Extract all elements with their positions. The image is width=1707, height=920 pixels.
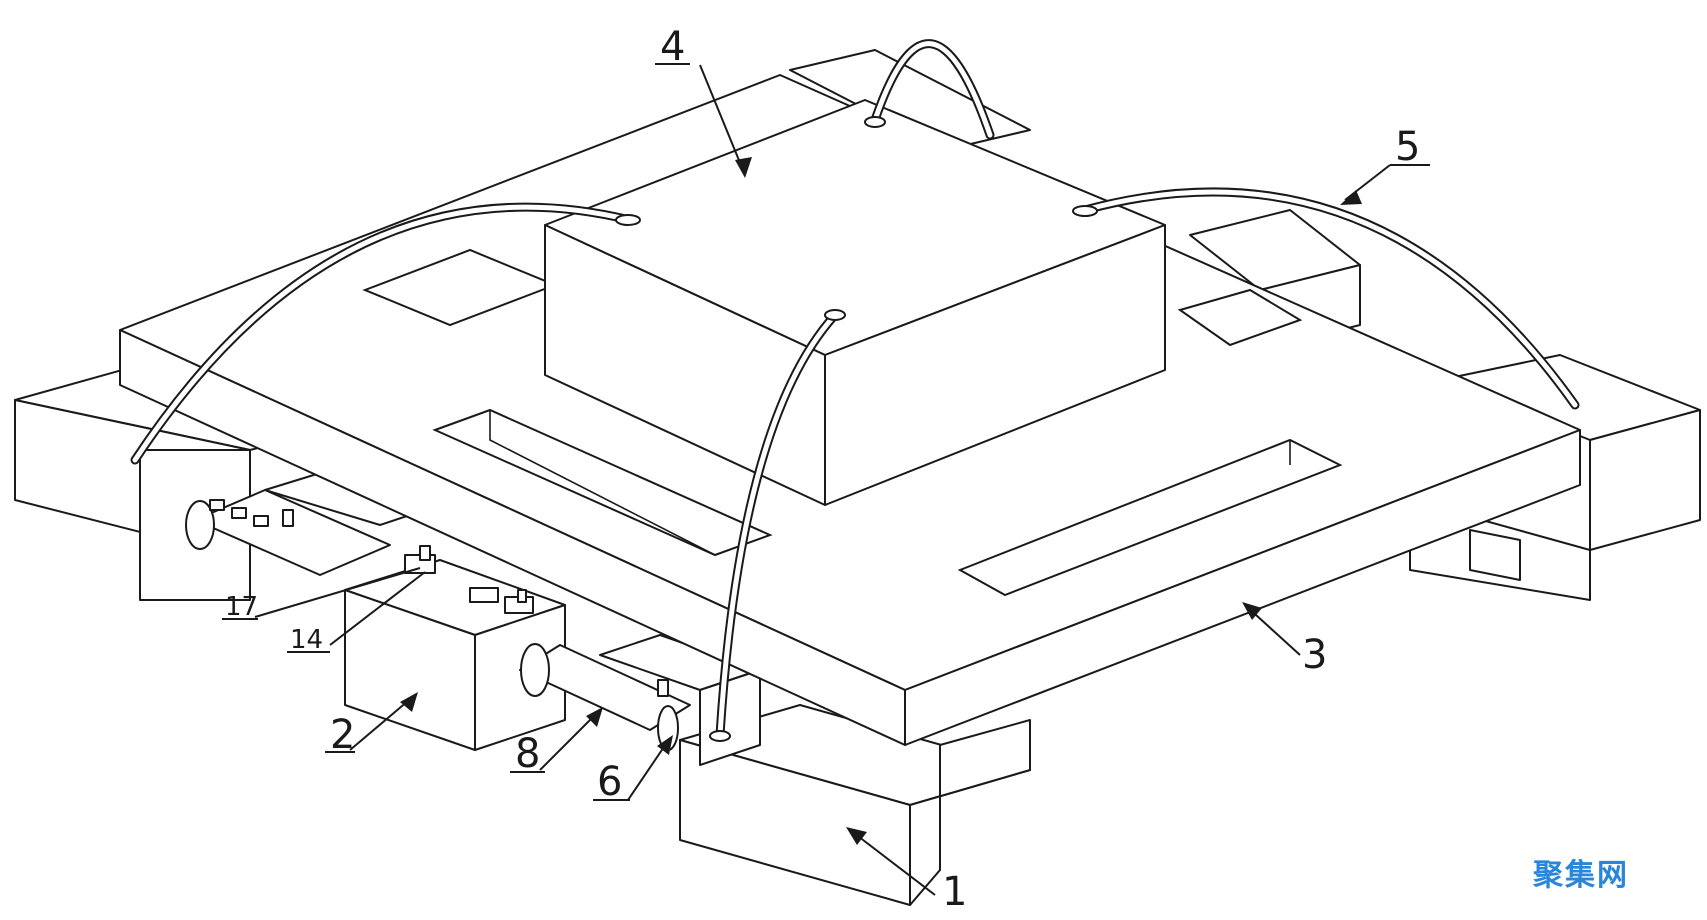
fitting-14-17: [404, 545, 534, 614]
callout-5: 5: [1395, 124, 1420, 170]
callout-3: 3: [1302, 632, 1327, 678]
plate-slots: [362, 248, 1343, 597]
callout-1: 1: [942, 869, 967, 915]
callout-4: 4: [660, 24, 685, 70]
callout-17: 17: [225, 592, 258, 622]
watermark-logo: 聚集网: [1533, 858, 1629, 893]
callout-8: 8: [515, 731, 540, 777]
rod-8: [519, 643, 691, 751]
base-block-front: [679, 704, 1031, 906]
callout-6: 6: [597, 759, 622, 805]
central-box-4: [544, 99, 1166, 506]
callout-14: 14: [290, 625, 323, 655]
rod-left: [185, 489, 391, 576]
leader-lines: [254, 64, 1430, 896]
callout-labels: 1 2 3 4 5 6 8 14 17: [222, 24, 1420, 915]
pipe-5-arcs: [130, 39, 1580, 742]
callout-2: 2: [330, 712, 355, 758]
